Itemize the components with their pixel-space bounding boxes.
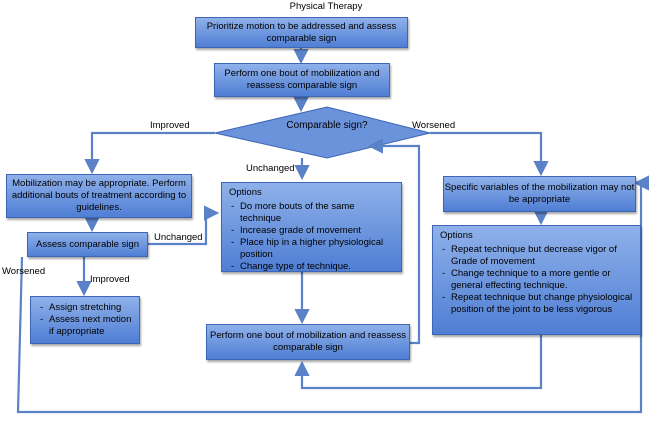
edge-label-assess-improved: Improved <box>90 274 130 285</box>
node-perform-top: Perform one bout of mobilization and rea… <box>214 63 390 97</box>
unchanged-options-heading: Options <box>229 187 262 198</box>
edge-label-assess-unchanged: Unchanged <box>154 232 203 243</box>
node-prioritize-text: Prioritize motion to be addressed and as… <box>206 20 397 44</box>
unchanged-option-item: Change type of technique. <box>231 261 394 273</box>
node-mobilization-appropriate-text: Mobilization may be appropriate. Perform… <box>11 178 187 213</box>
worsened-options-heading: Options <box>440 230 473 241</box>
node-perform-top-text: Perform one bout of mobilization and rea… <box>224 68 380 91</box>
edge-label-improved: Improved <box>150 120 190 131</box>
improved-option-item: Assign stretching <box>40 302 132 314</box>
node-assess-text: Assess comparable sign <box>36 238 139 250</box>
arrow-assess-unchanged <box>148 205 220 246</box>
node-unchanged-options: Options Do more bouts of the same techni… <box>221 182 402 273</box>
arrow-worsened-right <box>430 131 549 177</box>
node-prioritize: Prioritize motion to be addressed and as… <box>195 17 408 48</box>
node-worsened-options: Options Repeat technique but decrease vi… <box>432 225 641 335</box>
decision-diamond <box>214 106 431 159</box>
edge-label-worsened: Worsened <box>412 120 456 131</box>
arrow-assess-worsened <box>16 175 650 414</box>
unchanged-option-item: Do more bouts of the same technique <box>231 201 394 225</box>
node-perform-bottom: Perform one bout of mobilization and rea… <box>206 324 410 360</box>
improved-option-item: Assess next motion if appropriate <box>40 314 132 338</box>
node-improved-options: Assign stretching Assess next motion if … <box>30 296 140 344</box>
worsened-option-item: Repeat technique but change physiologica… <box>442 292 633 316</box>
unchanged-option-item: Increase grade of movement <box>231 225 394 237</box>
worsened-option-item: Change technique to a more gentle or gen… <box>442 268 633 292</box>
worsened-option-item: Repeat technique but decrease vigor of G… <box>442 244 633 268</box>
edge-label-unchanged: Unchanged <box>246 163 295 174</box>
node-specific-variables-text: Specific variables of the mobilization m… <box>444 182 635 205</box>
node-specific-variables: Specific variables of the mobilization m… <box>443 176 636 212</box>
arrow-improved-left <box>84 131 215 175</box>
arrow-worsened-options-to-perform <box>294 335 543 390</box>
arrow-perform-loop-to-decision <box>367 138 421 345</box>
diagram-title: Physical Therapy <box>289 1 363 12</box>
node-mobilization-appropriate: Mobilization may be appropriate. Perform… <box>6 174 192 218</box>
unchanged-option-item: Place hip in a higher physiological posi… <box>231 237 394 261</box>
edge-label-assess-worsened: Worsened <box>2 266 46 277</box>
node-perform-bottom-text: Perform one bout of mobilization and rea… <box>210 330 406 353</box>
decision-label: Comparable sign? <box>286 120 368 131</box>
node-assess: Assess comparable sign <box>27 232 148 257</box>
